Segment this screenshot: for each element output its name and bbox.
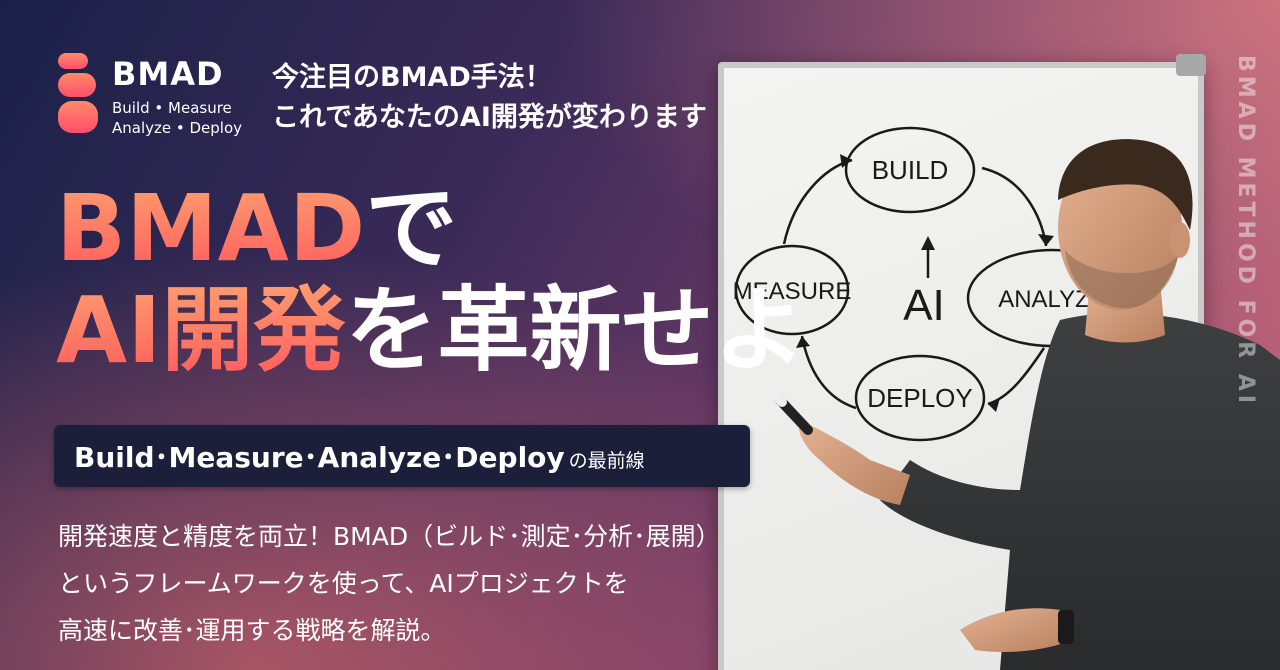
intro-text: 今注目のBMAD手法！ これであなたのAI開発が変わります: [272, 58, 707, 138]
intro-line-2: これであなたのAI開発が変わります: [272, 102, 707, 133]
arrowhead-analyze: [1038, 234, 1054, 246]
build-label: BUILD: [872, 155, 949, 185]
arrowhead-deploy: [988, 398, 1000, 412]
intro-line-1: 今注目のBMAD手法！: [272, 62, 552, 93]
bmad-logo-mark-icon: [58, 53, 98, 133]
presenter-lower-hand: [960, 608, 1070, 652]
logo-tagline-1: Build • Measure: [112, 99, 232, 117]
subtitle-banner: Build･Measure･Analyze･Deploy の最前線: [54, 425, 750, 487]
logo-wordmark: BMAD: [112, 55, 224, 93]
presenter-hair: [1058, 139, 1193, 230]
headline-accent-1: BMAD: [56, 175, 366, 282]
deploy-node: [854, 354, 986, 442]
description-line-2: というフレームワークを使って、AIプロジェクトを: [58, 569, 629, 598]
arrowhead-build: [840, 154, 852, 168]
presenter-illustration: [769, 139, 1280, 670]
measure-label: MEASURE: [733, 278, 852, 305]
description: 開発速度と精度を両立！BMAD（ビルド･測定･分析･展開） というフレームワーク…: [58, 513, 721, 654]
headline: BMADで AI開発を革新せよ: [56, 178, 805, 382]
headline-line-2: AI開発を革新せよ: [56, 280, 805, 382]
banner-main-text: Build･Measure･Analyze･Deploy: [74, 441, 565, 474]
deploy-label: DEPLOY: [867, 383, 973, 413]
measure-node: [734, 244, 850, 336]
watch-icon: [1058, 610, 1074, 644]
headline-accent-2: AI開発: [56, 277, 346, 384]
description-line-3: 高速に改善･運用する戦略を解説。: [58, 616, 446, 645]
bmad-logo: BMAD Build • Measure Analyze • Deploy: [58, 53, 258, 137]
whiteboard-corner: [1176, 54, 1206, 76]
arrowhead-ai: [921, 236, 935, 250]
headline-line-1: BMADで: [56, 178, 805, 280]
description-line-1: 開発速度と精度を両立！BMAD（ビルド･測定･分析･展開）: [58, 522, 721, 551]
presenter-beard: [1065, 250, 1178, 308]
logo-tagline-2: Analyze • Deploy: [112, 119, 243, 137]
ai-label: AI: [903, 281, 945, 330]
presenter-sweater: [880, 313, 1280, 670]
side-vertical-text: BMAD METHOD FOR AI: [1233, 55, 1258, 408]
banner-suffix-text: の最前線: [568, 449, 645, 472]
build-node: [844, 126, 976, 214]
presenter-pointing-hand: [798, 420, 910, 505]
presenter-marker-cap: [769, 389, 787, 407]
headline-rest-1: で: [365, 175, 458, 282]
arrowhead-measure: [796, 336, 810, 348]
presenter-ear: [1170, 222, 1190, 258]
headline-rest-2: を革新せよ: [345, 277, 806, 384]
